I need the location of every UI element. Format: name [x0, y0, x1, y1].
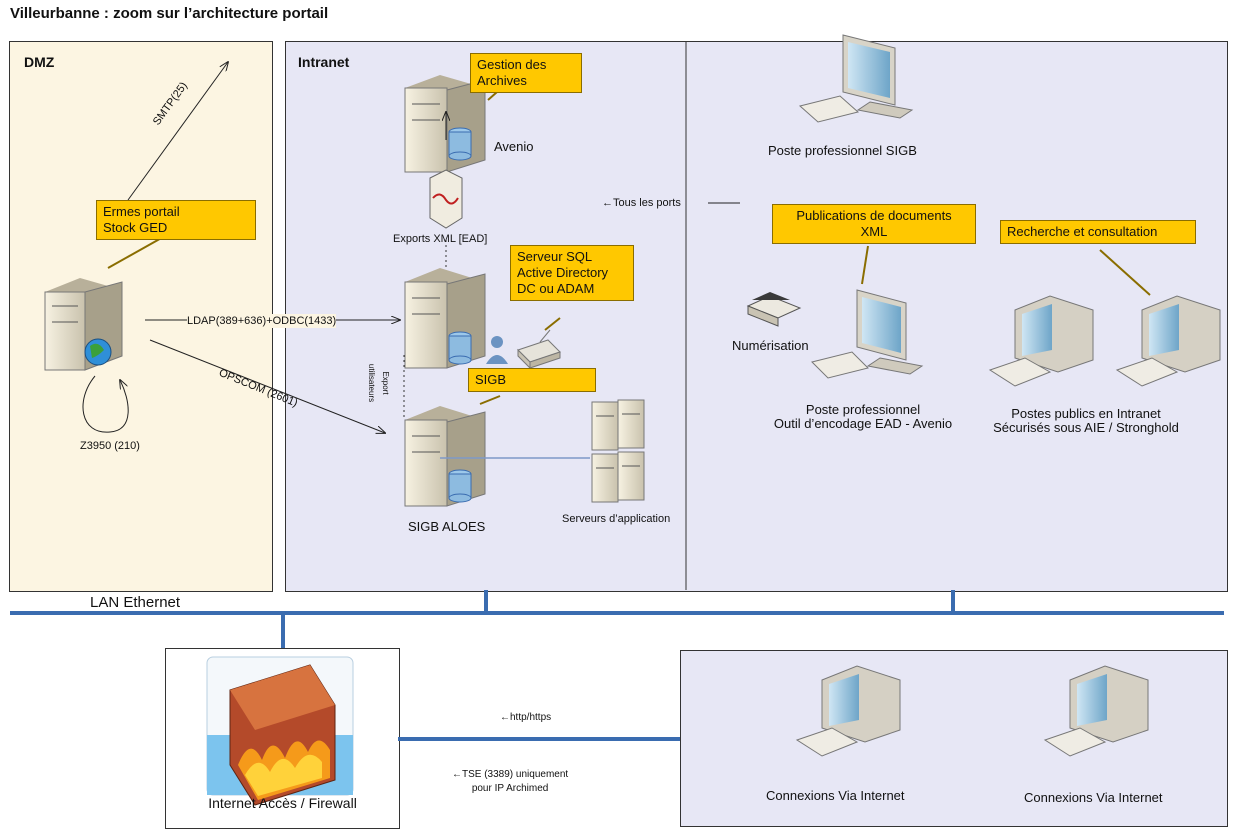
publications-pointer	[861, 245, 869, 285]
user-icon	[486, 336, 508, 364]
publications-callout: Publications de documents XML	[772, 204, 976, 244]
public-pc-1-icon	[988, 295, 1094, 387]
tse-label: ←TSE (3389) uniquement pour IP Archimed	[452, 769, 569, 794]
sql-callout: Serveur SQL Active Directory DC ou ADAM	[510, 245, 634, 301]
app-servers-label: Serveurs d’application	[562, 513, 671, 525]
connexions-label-2: Connexions Via Internet	[1024, 790, 1163, 805]
sigb-pointer	[479, 395, 501, 405]
archives-callout: Gestion des Archives	[470, 53, 582, 93]
ermes-server-icon	[44, 278, 123, 371]
recherche-callout: Recherche et consultation	[1000, 220, 1196, 244]
firewall-label: Internet Accès / Firewall	[208, 795, 357, 811]
router-icon	[517, 329, 561, 370]
internet-pc-2-icon	[1043, 665, 1149, 757]
recherche-pointer	[1099, 249, 1151, 296]
z3950-label: Z3950 (210)	[80, 440, 140, 452]
sql-pointer	[544, 317, 561, 331]
sigb-callout: SIGB	[468, 368, 596, 392]
sigb-aloes-label: SIGB ALOES	[408, 519, 486, 534]
postes-publics-label: Postes publics en Intranet Sécurisés sou…	[993, 406, 1179, 435]
xml-document-icon	[429, 169, 463, 229]
scanner-icon	[746, 292, 802, 327]
numerisation-label: Numérisation	[732, 338, 809, 353]
application-servers-icon	[591, 399, 645, 503]
avenio-label: Avenio	[494, 139, 534, 154]
tous-ports-label: ←Tous les ports	[602, 197, 681, 209]
ldap-label: LDAP(389+636)+ODBC(1433)	[187, 314, 337, 328]
exports-xml-label: Exports XML [EAD]	[393, 233, 488, 245]
ermes-callout: Ermes portail Stock GED	[96, 200, 256, 240]
poste-pro-label: Poste professionnel Outil d’encodage EAD…	[773, 402, 953, 431]
connexions-label-1: Connexions Via Internet	[766, 788, 905, 803]
lan-label: LAN Ethernet	[90, 594, 181, 611]
sigb-aloes-server-icon	[404, 406, 486, 507]
ermes-pointer	[107, 235, 166, 269]
lan-ethernet-line	[10, 590, 1224, 741]
poste-sigb-monitor-icon	[798, 34, 914, 123]
sql-server-icon	[404, 268, 486, 369]
poste-sigb-label: Poste professionnel SIGB	[768, 143, 917, 158]
intranet-label: Intranet	[298, 54, 350, 70]
internet-pc-1-icon	[795, 665, 901, 757]
export-users-label: Export utilisateurs	[367, 363, 390, 403]
firewall-icon	[206, 656, 354, 806]
dmz-label: DMZ	[24, 54, 55, 70]
avenio-server-icon	[404, 75, 486, 173]
opscom-arrow	[149, 339, 385, 433]
poste-pro-monitor-icon	[811, 289, 924, 379]
smtp-arrow	[127, 62, 228, 201]
z3950-loop	[82, 375, 129, 433]
http-label: ←http/https	[500, 712, 552, 723]
public-pc-2-icon	[1115, 295, 1221, 387]
diagram-title: Villeurbanne : zoom sur l’architecture p…	[10, 5, 329, 22]
